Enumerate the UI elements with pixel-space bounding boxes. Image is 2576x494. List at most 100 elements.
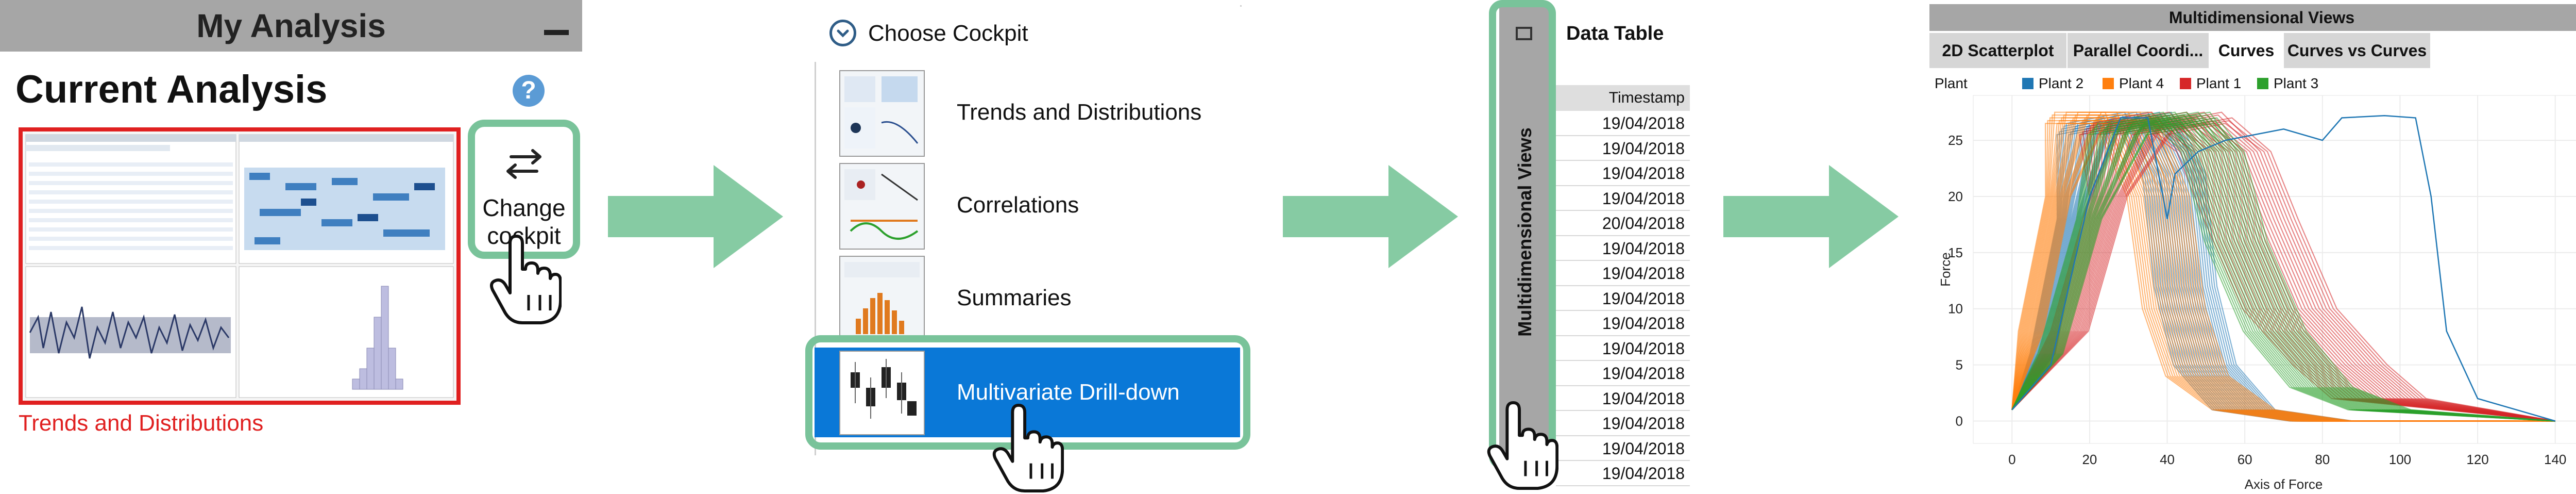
x-tick-label: 100 xyxy=(2389,452,2411,467)
window-restore-icon[interactable] xyxy=(1516,27,1532,40)
table-cell[interactable]: 19/04/2018 xyxy=(1556,111,1690,136)
table-cell[interactable]: 19/04/2018 xyxy=(1556,461,1690,486)
series-curve xyxy=(2011,120,2555,422)
choose-cockpit-dialog: Choose Cockpit Trends and Distributions … xyxy=(801,0,1265,494)
y-tick-label: 5 xyxy=(1956,357,1963,373)
legend-label: Plant 1 xyxy=(2196,75,2242,91)
tab-curves-vs-curves[interactable]: Curves vs Curves xyxy=(2284,33,2431,68)
cockpit-option-label: Multivariate Drill-down xyxy=(957,380,1180,405)
series-curve xyxy=(2011,123,2555,422)
legend-label: Plant 3 xyxy=(2274,75,2319,91)
column-header-timestamp[interactable]: Timestamp xyxy=(1556,85,1690,111)
cockpit-option-thumbnail xyxy=(839,351,925,435)
legend-item[interactable]: Plant 3 xyxy=(2257,74,2318,93)
cockpit-option-trends[interactable]: Trends and Distributions xyxy=(815,66,1240,159)
x-tick-label: 120 xyxy=(2466,452,2488,467)
dialog-title: Choose Cockpit xyxy=(868,21,1028,46)
legend-swatch xyxy=(2180,78,2191,89)
x-tick-label: 140 xyxy=(2544,452,2566,467)
series-curve xyxy=(2011,117,2555,422)
series-curve xyxy=(2011,117,2555,422)
data-table-panel: Multidimensional Views Data Table Timest… xyxy=(1479,0,1695,494)
series-curve xyxy=(2011,120,2555,422)
series-curve xyxy=(2011,111,2555,422)
tab-parallel-coordinates[interactable]: Parallel Coordi... xyxy=(2067,33,2210,68)
table-cell[interactable]: 20/04/2018 xyxy=(1556,211,1690,236)
series-curve xyxy=(2011,117,2555,422)
multidimensional-views-sidebar-tab[interactable] xyxy=(1499,5,1551,459)
table-cell[interactable]: 19/04/2018 xyxy=(1556,436,1690,461)
series-curve xyxy=(2011,114,2555,422)
current-analysis-heading: Current Analysis xyxy=(15,68,328,111)
tab-2d-scatterplot[interactable]: 2D Scatterplot xyxy=(1929,33,2067,68)
series-curve xyxy=(2011,120,2555,422)
series-curve xyxy=(2011,117,2555,422)
series-curve xyxy=(2011,114,2555,422)
legend-item[interactable]: Plant 4 xyxy=(2103,74,2164,93)
change-cockpit-label-line1: Change xyxy=(482,194,566,221)
pointer-hand-icon xyxy=(490,235,562,324)
minimize-icon[interactable] xyxy=(544,30,569,35)
y-tick-label: 0 xyxy=(1956,413,1963,429)
right-arrow-icon xyxy=(608,165,783,268)
table-cell[interactable]: 19/04/2018 xyxy=(1556,136,1690,161)
legend-item[interactable]: Plant 2 xyxy=(2022,74,2083,93)
panel-title: My Analysis xyxy=(196,7,386,44)
x-tick-label: 40 xyxy=(2160,452,2175,467)
sidebar-highlight-frame xyxy=(1489,0,1556,469)
panel-header xyxy=(0,0,582,52)
table-cell[interactable]: 19/04/2018 xyxy=(1556,361,1690,386)
legend-swatch xyxy=(2257,78,2268,89)
series-curve xyxy=(2011,120,2555,422)
series-curve xyxy=(2011,120,2555,422)
table-cell[interactable]: 19/04/2018 xyxy=(1556,386,1690,411)
my-analysis-panel: My Analysis Current Analysis ? xyxy=(0,0,582,494)
table-cell[interactable]: 19/04/2018 xyxy=(1556,236,1690,261)
cockpit-option-correlations[interactable]: Correlations xyxy=(815,159,1240,252)
dialog-header: Choose Cockpit xyxy=(815,5,1240,62)
chevron-down-icon[interactable] xyxy=(829,20,856,46)
table-cell[interactable]: 19/04/2018 xyxy=(1556,161,1690,186)
series-curve xyxy=(2011,111,2555,422)
series-curve xyxy=(2011,114,2555,422)
series-curve xyxy=(2011,123,2555,422)
series-curve xyxy=(2011,123,2555,422)
panel-header xyxy=(1929,4,2576,31)
y-axis-label: Force xyxy=(1938,252,1953,286)
table-cell[interactable]: 19/04/2018 xyxy=(1556,186,1690,211)
cockpit-option-label: Summaries xyxy=(957,285,1072,310)
multidimensional-views-panel: Multidimensional Views 2D Scatterplot Pa… xyxy=(1929,0,2576,494)
cockpit-option-multivariate[interactable]: Multivariate Drill-down xyxy=(815,348,1240,437)
y-tick-label: 10 xyxy=(1948,301,1963,317)
cockpit-option-summaries[interactable]: Summaries xyxy=(815,252,1240,344)
table-cell[interactable]: 19/04/2018 xyxy=(1556,286,1690,311)
series-curve xyxy=(2011,123,2555,422)
cockpit-option-thumbnail xyxy=(839,70,925,157)
current-cockpit-thumbnail[interactable] xyxy=(19,127,461,405)
cockpit-option-thumbnail xyxy=(839,163,925,250)
x-tick-label: 80 xyxy=(2315,452,2330,467)
table-cell[interactable]: 19/04/2018 xyxy=(1556,261,1690,286)
x-axis-label: Axis of Force xyxy=(2245,476,2323,492)
selection-highlight-frame xyxy=(805,335,1250,450)
series-curve xyxy=(2011,117,2555,422)
tab-curves[interactable]: Curves xyxy=(2210,33,2284,68)
table-cell[interactable]: 19/04/2018 xyxy=(1556,411,1690,436)
series-curve xyxy=(2011,114,2555,422)
legend-swatch xyxy=(2103,78,2114,89)
series-curve xyxy=(2011,111,2555,422)
right-arrow-icon xyxy=(1283,165,1458,268)
table-cell[interactable]: 19/04/2018 xyxy=(1556,336,1690,361)
panel-title: Multidimensional Views xyxy=(2168,8,2355,27)
x-tick-label: 20 xyxy=(2082,452,2097,467)
legend-label: Plant 4 xyxy=(2119,75,2164,91)
pointer-hand-icon xyxy=(1487,401,1558,490)
table-cell[interactable]: 19/04/2018 xyxy=(1556,311,1690,336)
legend-item[interactable]: Plant 1 xyxy=(2180,74,2241,93)
series-curve xyxy=(2011,123,2555,422)
swap-arrows-icon xyxy=(506,149,541,179)
change-cockpit-button[interactable]: Change cockpit xyxy=(468,120,580,259)
x-tick-label: 60 xyxy=(2238,452,2252,467)
help-icon[interactable]: ? xyxy=(513,75,545,107)
